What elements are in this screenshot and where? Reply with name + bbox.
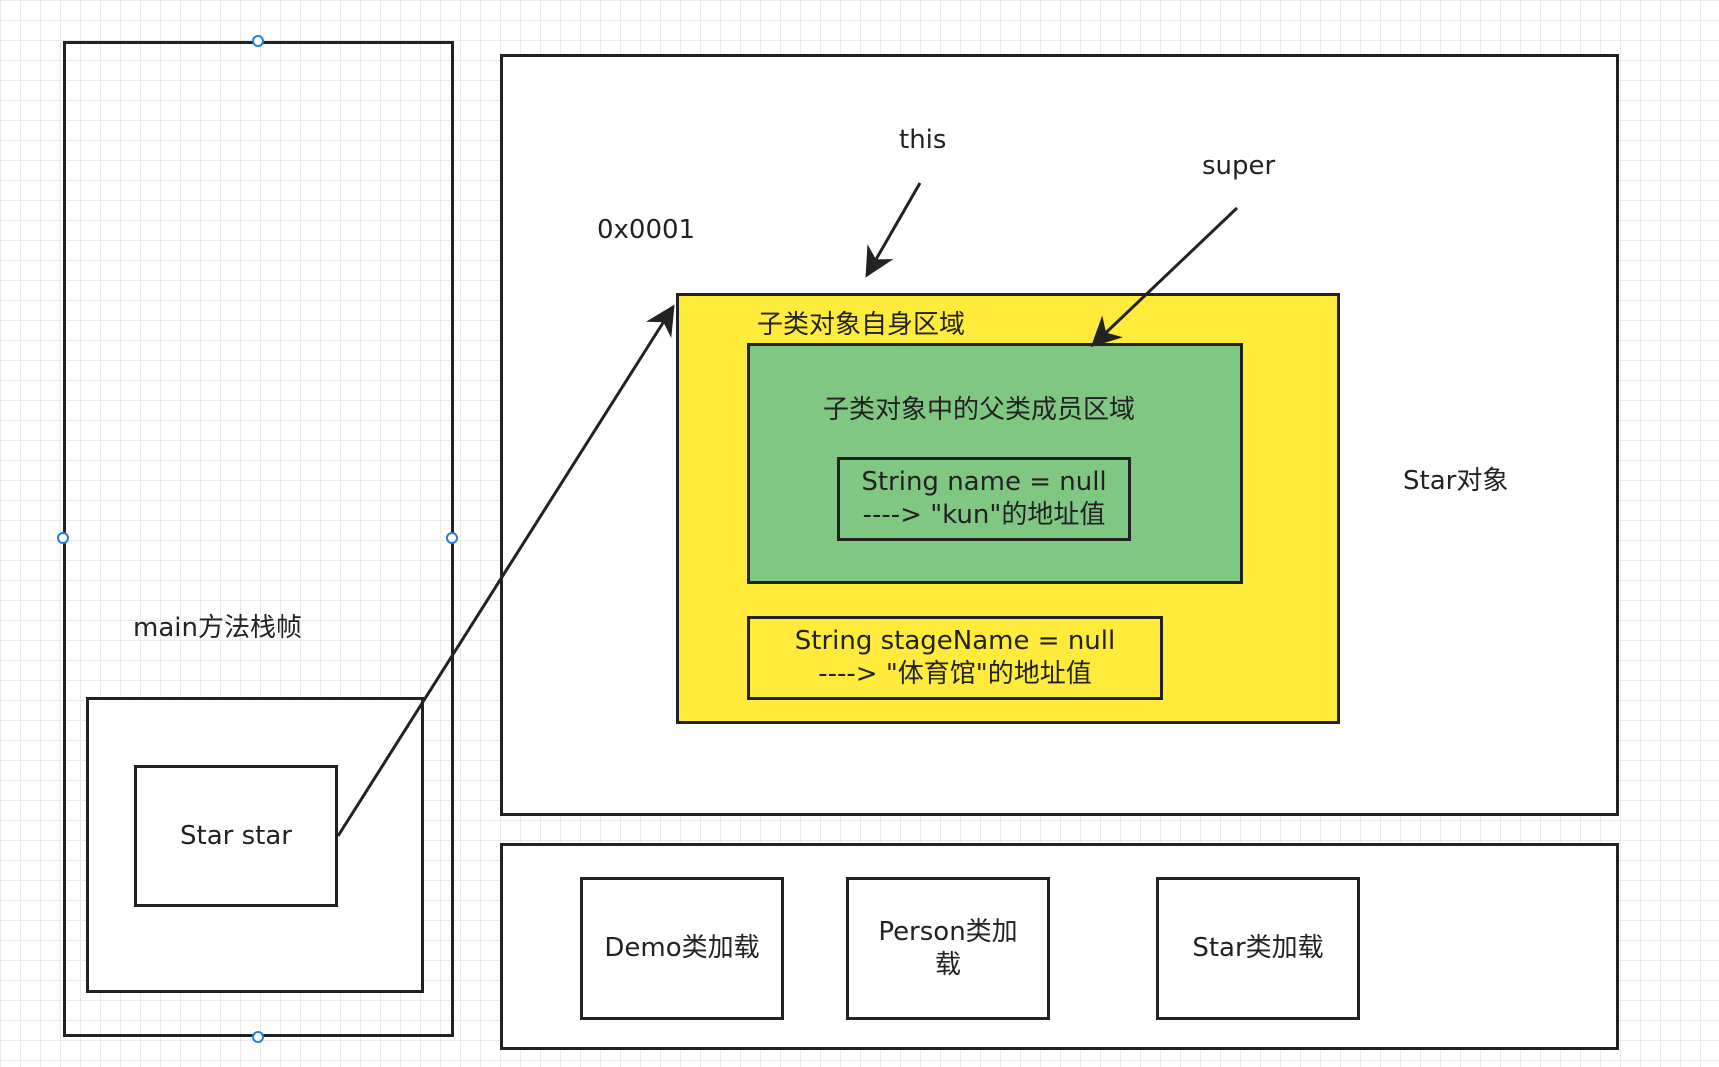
super-label: super — [1202, 151, 1276, 181]
resize-handle-right[interactable] — [446, 532, 458, 544]
star-class-label: Star类加载 — [1192, 933, 1324, 963]
name-field-text: String name = null ----> "kun"的地址值 — [861, 467, 1107, 530]
resize-handle-left[interactable] — [57, 532, 69, 544]
name-field-box[interactable]: String name = null ----> "kun"的地址值 — [837, 457, 1131, 541]
this-label: this — [899, 125, 947, 155]
person-class-box[interactable]: Person类加 载 — [846, 877, 1050, 1020]
star-class-box[interactable]: Star类加载 — [1156, 877, 1360, 1020]
star-variable-label: Star star — [180, 820, 292, 851]
stage-name-field-text: String stageName = null ----> "体育馆"的地址值 — [794, 626, 1116, 689]
star-object-label: Star对象 — [1403, 466, 1509, 496]
star-variable-box[interactable]: Star star — [134, 765, 338, 907]
demo-class-box[interactable]: Demo类加载 — [580, 877, 784, 1020]
person-class-label: Person类加 载 — [878, 916, 1018, 980]
stage-name-field-box[interactable]: String stageName = null ----> "体育馆"的地址值 — [747, 616, 1163, 700]
parent-region-label: 子类对象中的父类成员区域 — [823, 395, 1136, 425]
demo-class-label: Demo类加载 — [604, 933, 760, 963]
resize-handle-top[interactable] — [252, 35, 264, 47]
subclass-region-label: 子类对象自身区域 — [757, 310, 966, 340]
address-label: 0x0001 — [597, 215, 696, 245]
stack-frame-label: main方法栈帧 — [133, 613, 302, 643]
resize-handle-bottom[interactable] — [252, 1031, 264, 1043]
